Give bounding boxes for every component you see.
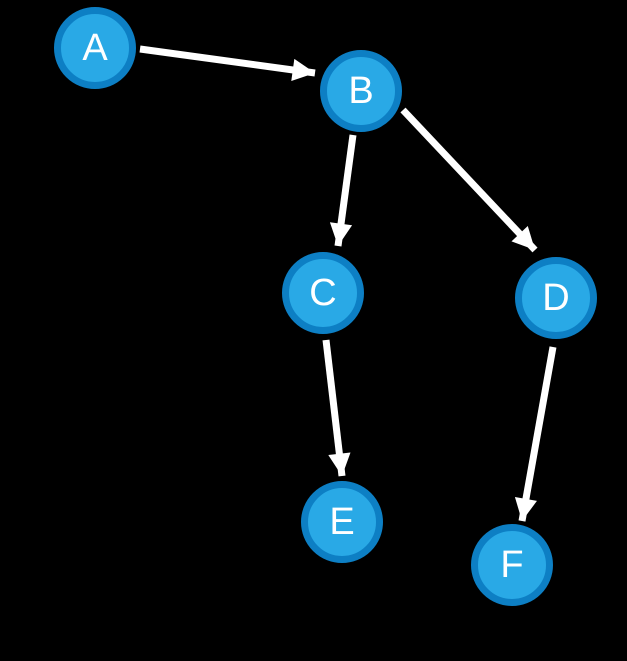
node-B-label: B — [348, 70, 374, 112]
node-E: E — [301, 481, 383, 563]
node-F-label: F — [500, 544, 524, 586]
node-D-label: D — [542, 277, 570, 319]
node-B: B — [320, 50, 402, 132]
node-A-label: A — [82, 27, 108, 69]
node-D: D — [515, 257, 597, 339]
edge-B-D — [400, 107, 538, 253]
node-C-label: C — [309, 272, 337, 314]
node-A: A — [54, 7, 136, 89]
edge-A-B — [139, 45, 316, 82]
edge-B-C — [329, 134, 357, 247]
node-C: C — [282, 252, 364, 334]
node-F: F — [471, 524, 553, 606]
edge-C-E — [322, 339, 351, 477]
edge-D-F — [514, 346, 557, 522]
node-E-label: E — [329, 501, 355, 543]
